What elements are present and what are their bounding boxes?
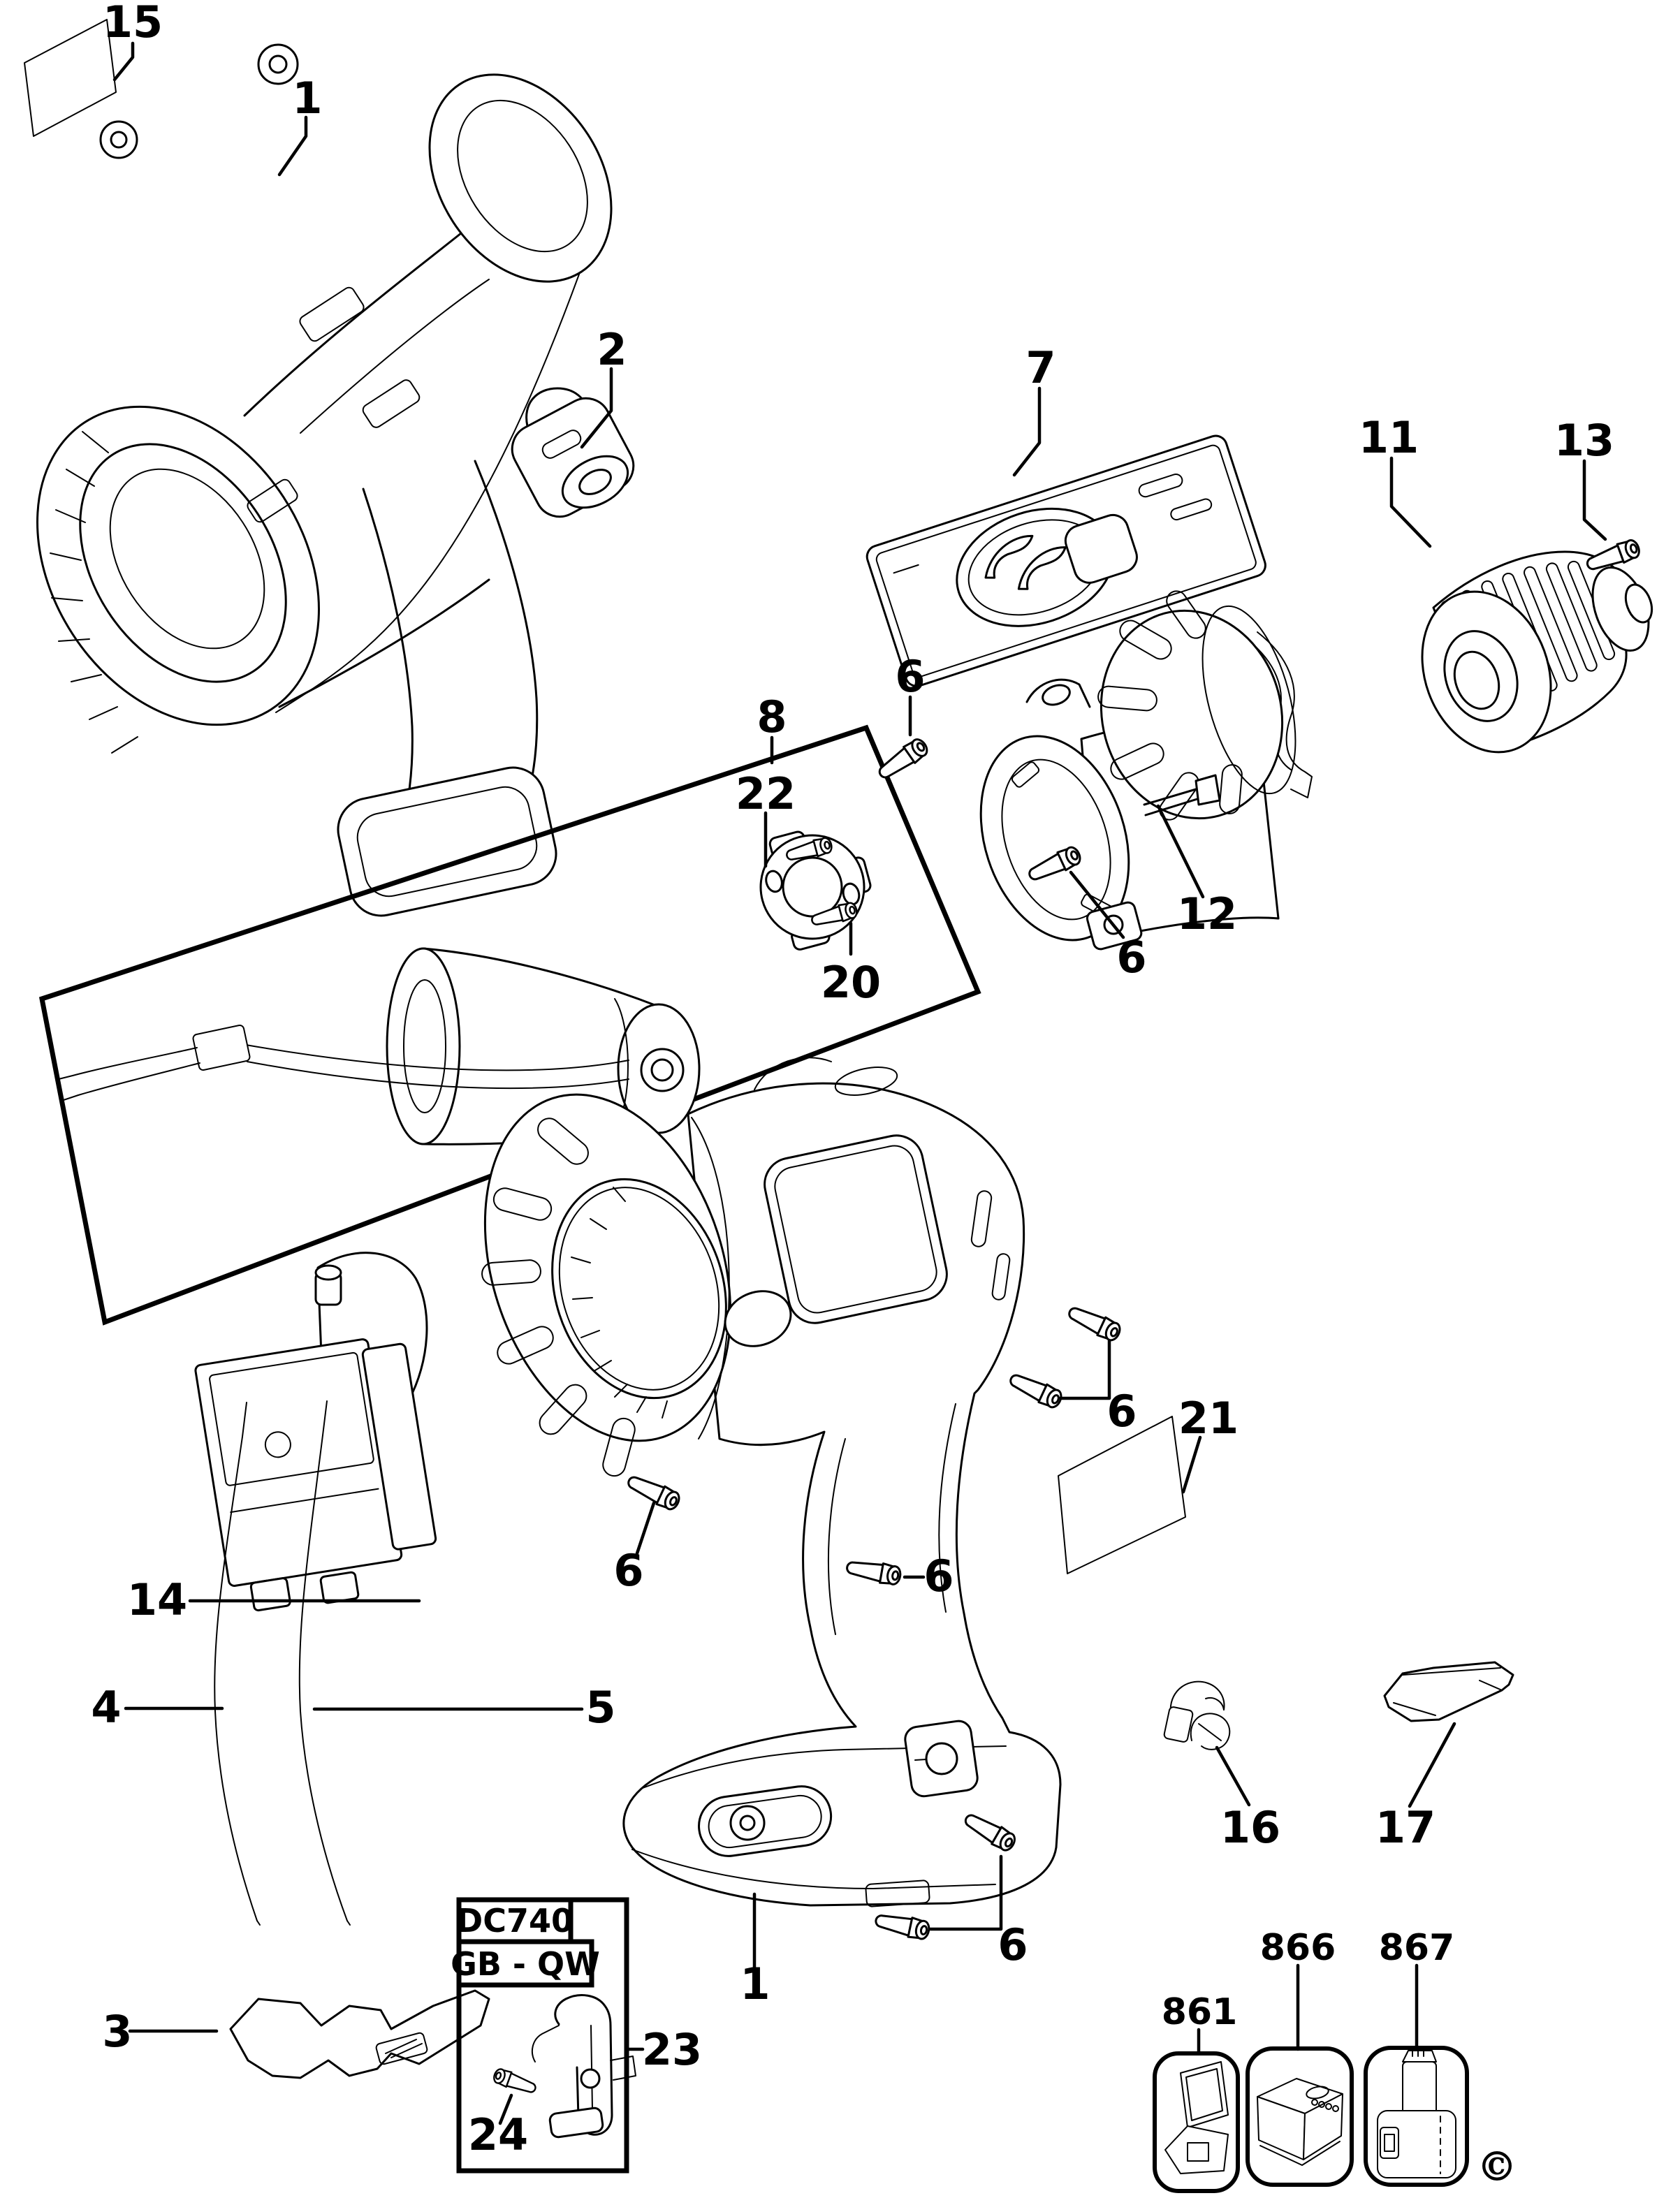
- callout-chuck-screw: 13: [1554, 415, 1614, 466]
- callout-screw-top: 6: [895, 651, 925, 702]
- part-belt-clip-screw-drawing: [491, 2066, 539, 2097]
- callout-main-housing: 1: [740, 1958, 770, 2009]
- kit-box-frame: [1153, 2051, 1240, 2193]
- leader-brush-clip: [1215, 1745, 1251, 1807]
- leader-base-screw-pair: [928, 1854, 1003, 1931]
- part-cord-clip-drawing: [229, 1989, 490, 2079]
- leader-top-housing: [277, 115, 308, 177]
- model-box: DC740 GB - QW: [451, 1897, 636, 2174]
- part-end-bracket-drawing: [759, 830, 872, 951]
- callout-wire-right: 5: [585, 1682, 615, 1733]
- wire-5: [298, 1435, 348, 1921]
- charger-box-frame: [1246, 2046, 1354, 2187]
- part-sticker-top-drawing: [24, 19, 117, 137]
- part-motor-box-frame: [38, 724, 981, 1326]
- callout-end-bracket: 22: [736, 768, 796, 819]
- battery-drawing: [1377, 2050, 1456, 2178]
- callout-top-housing: 1: [292, 73, 322, 124]
- callout-chuck: 11: [1359, 412, 1419, 463]
- wire-4: [214, 1436, 258, 1921]
- leader-lines: [112, 41, 1607, 2125]
- callout-bracket-screws: 20: [821, 957, 881, 1008]
- part-sticker-side-drawing: [1058, 1416, 1186, 1574]
- part-brush-clip-drawing: [1163, 1680, 1231, 1750]
- part-gearbox-drawing: [979, 590, 1296, 951]
- model-text: DC740: [456, 1902, 574, 1940]
- leader-sticker-top: [112, 41, 135, 82]
- housing-rear-ribs: [50, 431, 138, 754]
- part-housing-screw-2: [1006, 1368, 1065, 1412]
- region-text: GB - QW: [451, 1945, 600, 1983]
- collar-gear-teeth: [571, 1187, 668, 1419]
- leader-chuck: [1389, 456, 1432, 548]
- callout-motor-box: 8: [757, 691, 787, 742]
- collar-rib-slots: [481, 1118, 636, 1477]
- leader-sticker-side: [1181, 1435, 1202, 1494]
- callout-sticker-top: 15: [103, 0, 163, 47]
- part-switch-drawing: [194, 1252, 437, 1612]
- callout-brush-clip: 16: [1220, 1802, 1280, 1853]
- callout-belt-clip: 23: [642, 2024, 702, 2075]
- part-belt-clip-drawing: [531, 1994, 636, 2139]
- leader-gearbox-screw: [1069, 870, 1125, 939]
- part-fwd-rev-button-drawing: [511, 387, 635, 518]
- part-chuck-drawing: [1421, 550, 1653, 754]
- callout-wire-left: 4: [91, 1682, 121, 1733]
- part-wires-drawing: [214, 1400, 351, 1926]
- callout-base-screw-pair: 6: [998, 1919, 1028, 1970]
- callout-kit-box: 861: [1162, 1991, 1238, 2033]
- part-main-housing-drawing: [481, 1057, 1062, 1907]
- leader-cover-plate: [1012, 386, 1042, 477]
- callout-housing-screw-pair: 6: [1106, 1386, 1137, 1437]
- part-housing-screw-1: [1065, 1301, 1124, 1345]
- callout-fwd-rev-button: 2: [597, 324, 627, 375]
- callout-bit: 17: [1375, 1802, 1436, 1853]
- part-top-housing-drawing: [36, 43, 622, 917]
- accessory-boxes: [1153, 2046, 1469, 2193]
- leader-housing-screw-pair: [1058, 1339, 1111, 1400]
- callout-belt-clip-screw: 24: [468, 2109, 528, 2160]
- copyright-mark: ©: [1477, 2143, 1517, 2190]
- callout-cover-plate: 7: [1025, 342, 1056, 393]
- housing-inner-ribs: [247, 279, 490, 523]
- callout-labels: 15 1 2 7 11 13 8 22 6 20 12 6 14 4 5 6 6…: [91, 0, 1614, 2160]
- callout-cord-clip: 3: [102, 2006, 132, 2057]
- callout-gearbox: 12: [1177, 888, 1237, 939]
- region-label-box: [456, 1939, 594, 1988]
- callout-gearbox-screw: 6: [1116, 932, 1146, 983]
- leader-belt-clip-screw: [498, 2093, 513, 2125]
- part-base-screw-2: [872, 1909, 932, 1942]
- charger-drawing: [1257, 2078, 1343, 2166]
- callout-switch: 14: [127, 1574, 187, 1625]
- part-cover-plate-drawing: [865, 434, 1313, 798]
- callout-charger: 866: [1260, 1927, 1336, 1969]
- motor-wires: [55, 1024, 629, 1101]
- kit-box-drawing: [1164, 2061, 1229, 2174]
- leader-chuck-screw: [1582, 459, 1607, 541]
- callout-battery: 867: [1379, 1927, 1455, 1969]
- callout-handle-screw-left: 6: [613, 1545, 643, 1596]
- leader-gearbox: [1156, 804, 1205, 899]
- callout-sticker-side: 21: [1178, 1393, 1239, 1444]
- leader-handle-screw-left: [635, 1501, 656, 1555]
- leader-bit: [1408, 1722, 1456, 1808]
- part-bit-drawing: [1383, 1661, 1514, 1722]
- leader-fwd-rev-button: [580, 367, 613, 449]
- part-screw-top: [874, 735, 932, 784]
- callout-handle-screw-right: 6: [923, 1551, 954, 1602]
- clutch-collar-slots: [1097, 590, 1243, 821]
